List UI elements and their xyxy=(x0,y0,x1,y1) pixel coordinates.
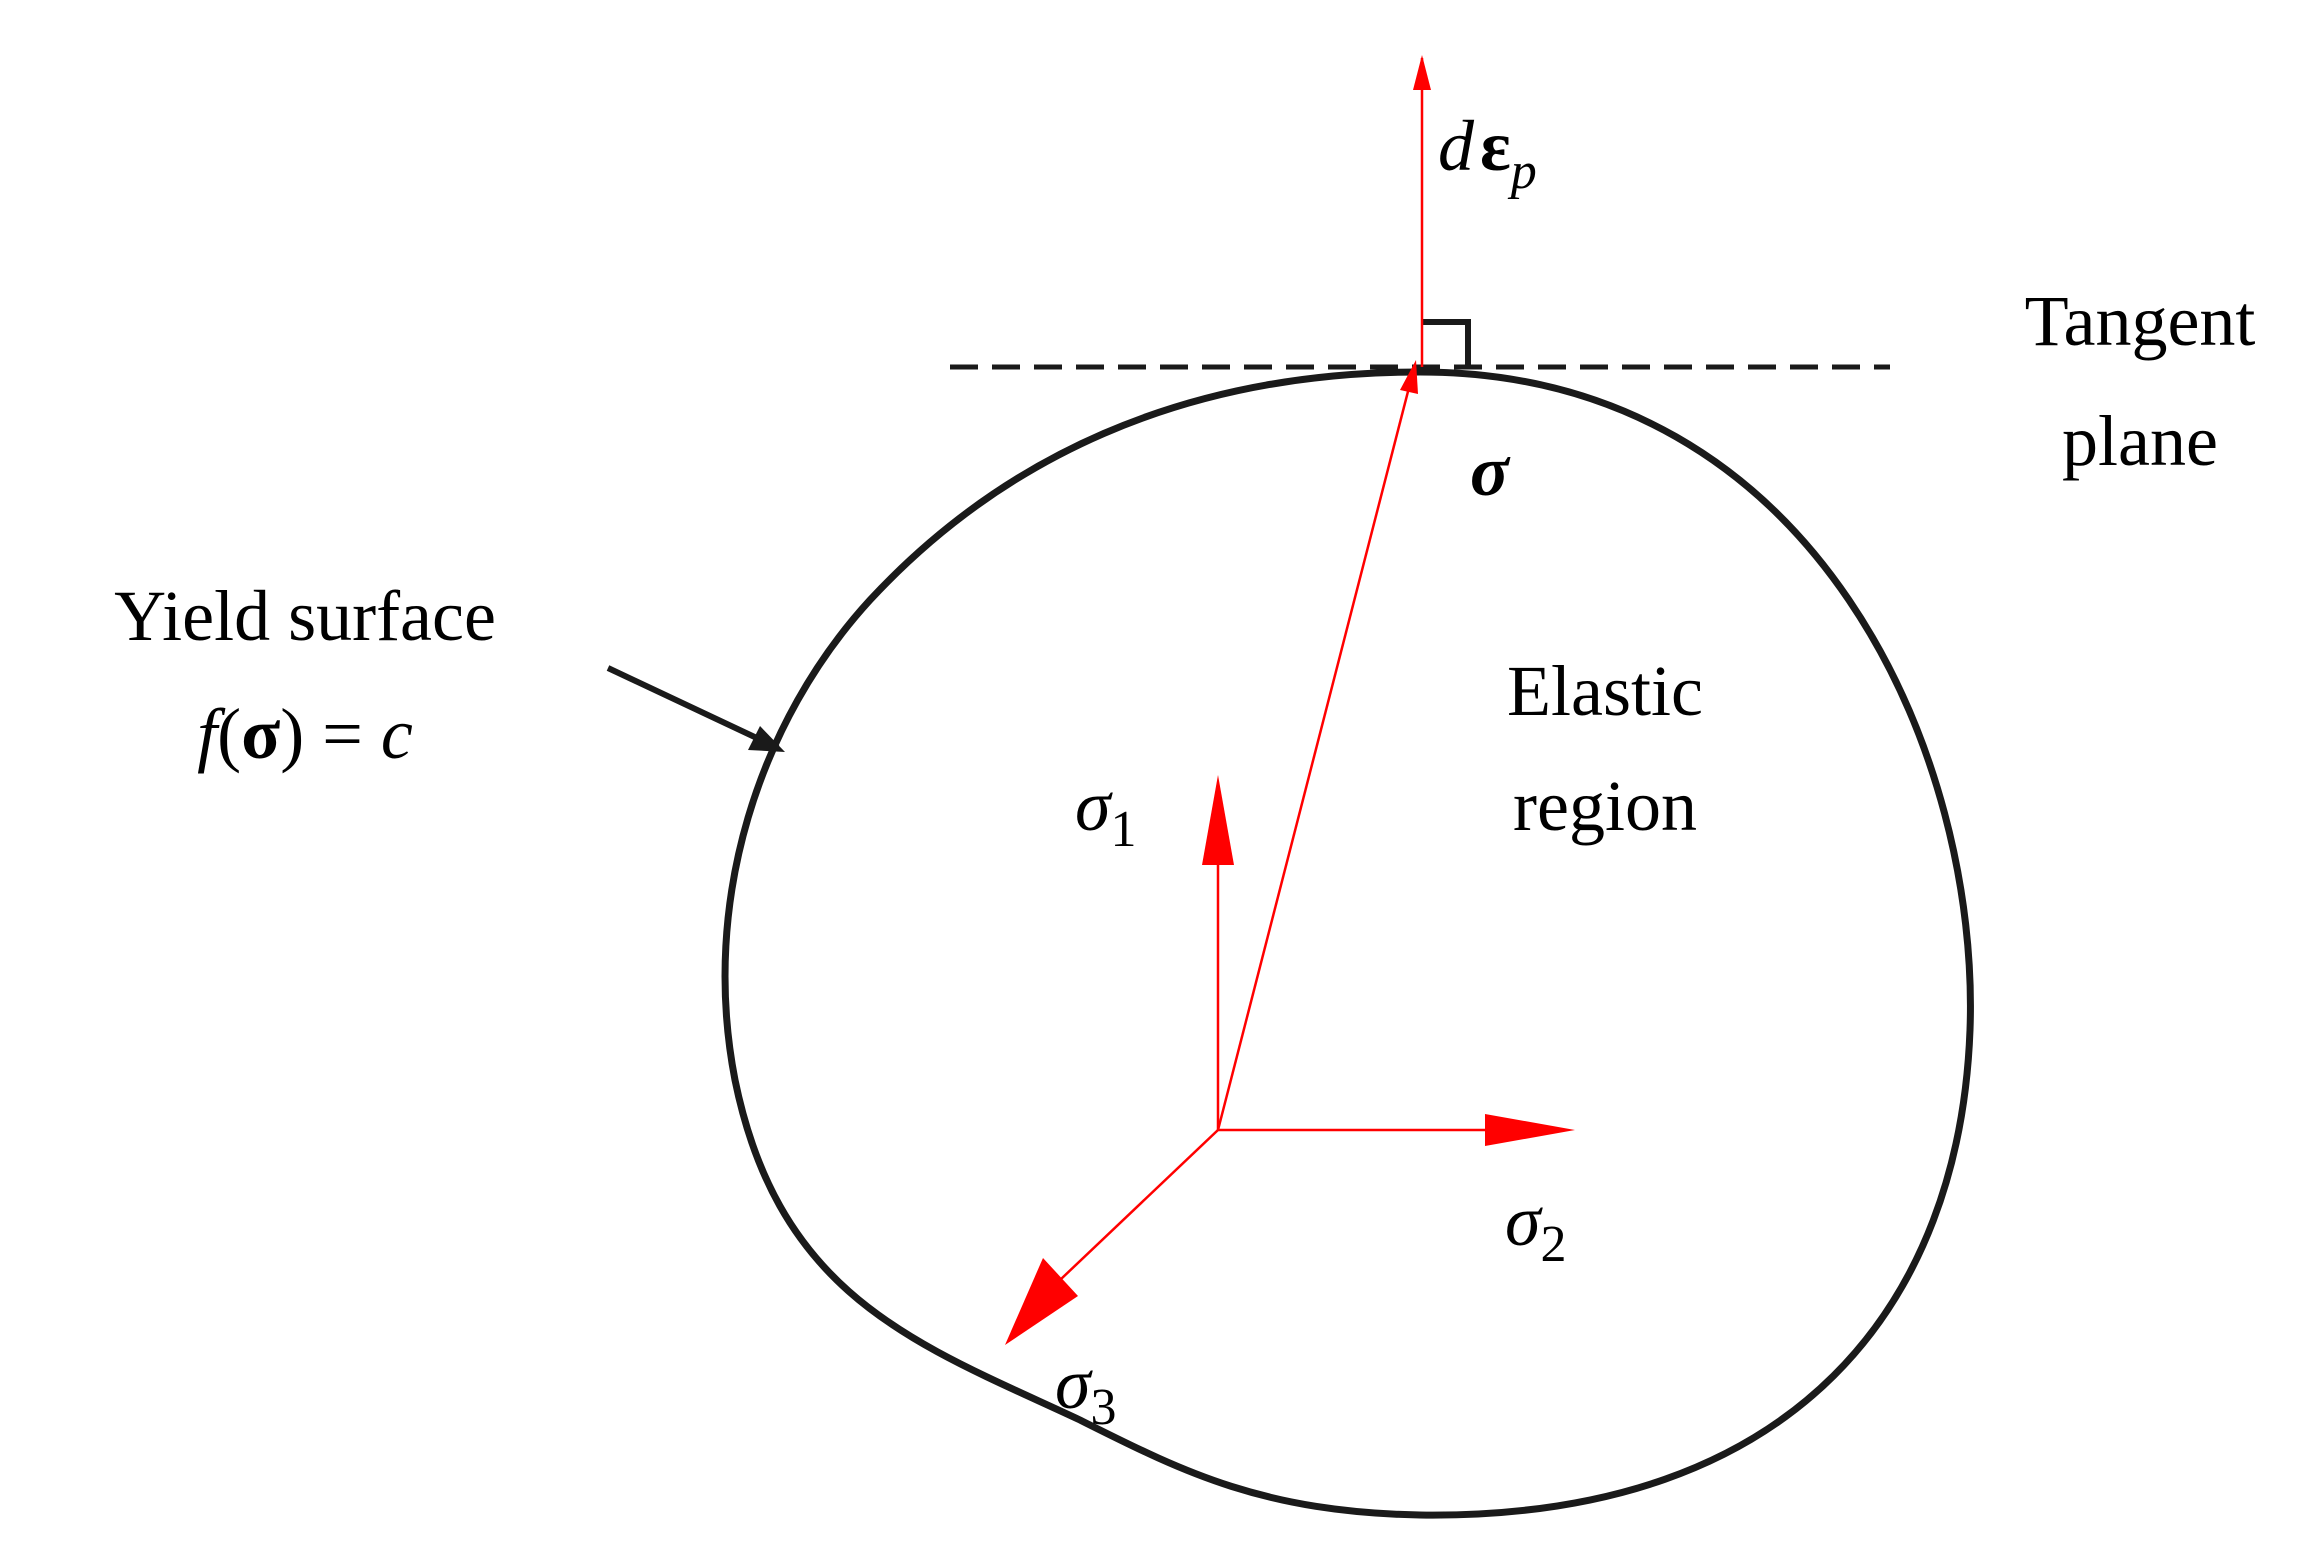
axis-sigma2-symbol: σ xyxy=(1505,1181,1543,1261)
tangent-label-line2: plane xyxy=(2062,401,2218,481)
strain-increment-label: dεp xyxy=(1438,106,1537,200)
strain-subscript: p xyxy=(1507,143,1537,200)
axis-sigma2-label: σ2 xyxy=(1505,1181,1567,1273)
stress-vector xyxy=(1216,371,1415,1131)
strain-d: d xyxy=(1438,106,1475,186)
tangent-label-line1: Tangent xyxy=(2025,281,2256,361)
axis-sigma1-symbol: σ xyxy=(1075,766,1113,846)
axis-sigma1-label: σ1 xyxy=(1075,766,1137,858)
yield-pointer-arrowhead xyxy=(748,726,785,752)
yield-pointer-arrow xyxy=(606,665,780,751)
yield-label-line1: Yield surface xyxy=(114,576,496,656)
yield-eq-c: c xyxy=(381,694,413,774)
axis-sigma1-subscript: 1 xyxy=(1111,801,1137,858)
right-angle-marker xyxy=(1422,319,1471,367)
axis-sigma3 xyxy=(1059,1129,1219,1281)
yield-eq-sigma: σ xyxy=(241,694,280,774)
yield-eq-paren-open: ( xyxy=(217,694,241,774)
elastic-label-line2: region xyxy=(1513,766,1697,846)
yield-label-equation: f(σ) = c xyxy=(197,694,413,774)
yield-surface-curve xyxy=(721,368,1974,1519)
axis-sigma2-subscript: 2 xyxy=(1541,1216,1567,1273)
axis-sigma3-arrowhead xyxy=(1005,1258,1078,1345)
stress-vector-arrowhead xyxy=(1400,360,1418,394)
strain-epsilon: ε xyxy=(1480,106,1511,186)
axis-sigma1-arrowhead xyxy=(1202,775,1234,865)
strain-increment-arrowhead xyxy=(1413,55,1431,90)
axis-sigma3-subscript: 3 xyxy=(1091,1379,1117,1436)
axis-sigma3-label: σ3 xyxy=(1055,1344,1117,1436)
stress-point-label: σ xyxy=(1470,431,1511,511)
elastic-label-line1: Elastic xyxy=(1507,651,1703,731)
yield-eq-rest: ) = xyxy=(280,694,381,774)
axis-sigma3-symbol: σ xyxy=(1055,1344,1093,1424)
axis-sigma2-arrowhead xyxy=(1485,1114,1575,1146)
